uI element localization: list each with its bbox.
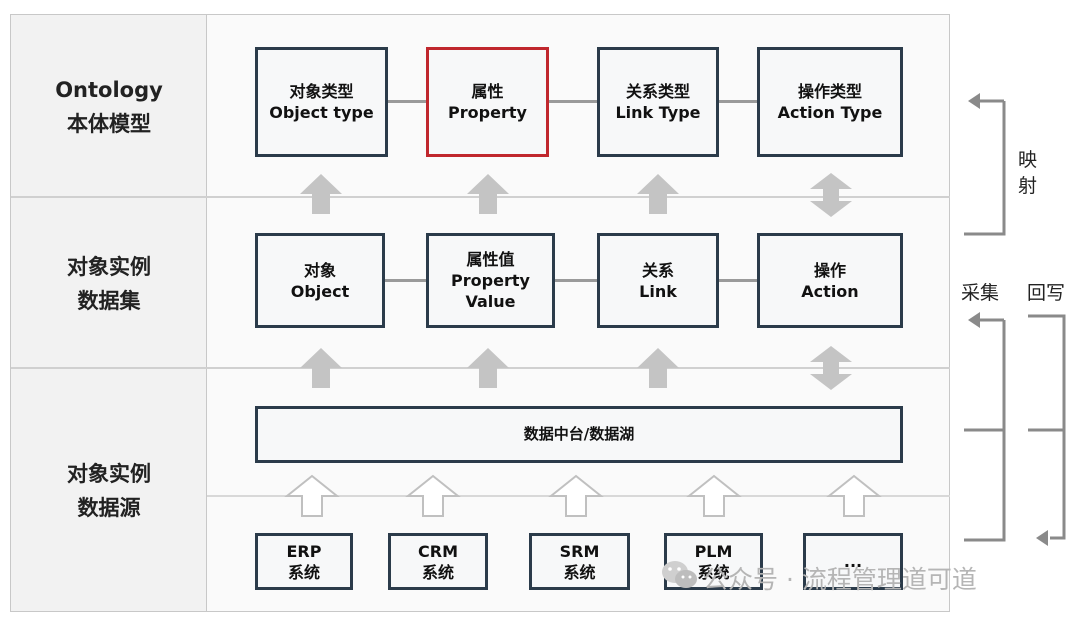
mapping-char-2: 射 [1018, 175, 1038, 197]
connector-line [719, 100, 757, 103]
hollow-up-arrow-icon [686, 474, 742, 517]
mapping-label: 映 射 [1018, 147, 1042, 199]
ontology-box-action-type: 操作类型 Action Type [757, 47, 903, 157]
ontology-box-object-type: 对象类型 Object type [255, 47, 388, 157]
wechat-logo-icon [662, 561, 697, 588]
source-suffix: 系统 [697, 562, 730, 582]
row-label-line1: 对象实例 [67, 255, 151, 279]
ontology-box-link-type: 关系类型 Link Type [597, 47, 719, 157]
up-arrow-icon [467, 174, 509, 214]
hollow-up-arrow-icon [548, 474, 604, 517]
instance-box-object: 对象 Object [255, 233, 385, 328]
row-label-column [11, 15, 207, 611]
box-zh-label: 对象 [303, 260, 336, 280]
up-arrow-icon [300, 174, 342, 214]
box-en-label-2: Value [465, 292, 516, 311]
connector-line [719, 279, 757, 282]
box-zh-label: 属性 [471, 82, 504, 101]
source-box-srm: SRM 系统 [529, 533, 630, 590]
up-arrow-icon [637, 348, 679, 388]
hollow-up-arrow-icon [405, 474, 461, 517]
collect-bracket-arrow [964, 312, 1006, 542]
box-en-label: Action [801, 281, 859, 301]
data-platform-bar: 数据中台/数据湖 [255, 406, 903, 463]
row-label-ontology: Ontology 本体模型 [11, 73, 207, 141]
up-arrow-icon [300, 348, 342, 388]
box-en-label: Object [290, 281, 350, 301]
row-label-line2: 本体模型 [67, 112, 151, 136]
writeback-label: 回写 [1027, 282, 1066, 304]
instance-box-property-value: 属性值 Property Value [426, 233, 555, 328]
box-zh-label: 操作类型 [797, 82, 862, 101]
connector-line [385, 279, 426, 282]
hollow-up-arrow-icon [284, 474, 340, 517]
box-en-label: Property [451, 271, 530, 290]
source-box-more: ... [803, 533, 903, 590]
row-label-instance-dataset: 对象实例 数据集 [11, 250, 207, 318]
box-zh-label: 关系 [641, 260, 674, 280]
box-zh-label: 属性值 [466, 250, 515, 269]
row-label-line1: Ontology [55, 78, 163, 102]
source-name: ... [843, 552, 863, 571]
double-arrow-icon [810, 173, 852, 217]
double-arrow-icon [810, 346, 852, 390]
box-en-label: Link [639, 281, 677, 301]
source-name: PLM [694, 541, 733, 561]
box-en-label: Property [448, 103, 527, 122]
instance-box-action: 操作 Action [757, 233, 903, 328]
box-zh-label: 操作 [813, 260, 846, 280]
box-en-label: Action Type [777, 103, 883, 122]
row-label-line1: 对象实例 [67, 462, 151, 486]
source-box-plm: PLM 系统 [664, 533, 763, 590]
box-en-label: Link Type [615, 103, 701, 122]
row-label-line2: 数据源 [77, 496, 141, 520]
mapping-char-1: 映 [1018, 149, 1038, 171]
mapping-bracket-arrow [964, 93, 1006, 236]
collect-label: 采集 [961, 282, 1000, 304]
source-box-erp: ERP 系统 [255, 533, 353, 590]
box-en-label: Object type [269, 103, 374, 122]
ontology-box-property: 属性 Property [426, 47, 549, 157]
row-label-line2: 数据集 [77, 289, 141, 313]
row-label-instance-source: 对象实例 数据源 [11, 457, 207, 525]
up-arrow-icon [467, 348, 509, 388]
source-name: SRM [559, 541, 600, 561]
hollow-up-arrow-icon [826, 474, 882, 517]
source-box-crm: CRM 系统 [388, 533, 488, 590]
source-name: ERP [286, 541, 322, 561]
connector-line [549, 100, 597, 103]
box-zh-label: 对象类型 [289, 82, 354, 101]
connector-line [555, 279, 597, 282]
source-name: CRM [418, 541, 458, 561]
connector-line [388, 100, 426, 103]
watermark-text: 公众号 · 流程管理道可道 [703, 565, 977, 594]
instance-box-link: 关系 Link [597, 233, 719, 328]
up-arrow-icon [637, 174, 679, 214]
source-suffix: 系统 [421, 562, 454, 582]
box-zh-label: 关系类型 [625, 82, 690, 101]
writeback-bracket-arrow [1028, 314, 1066, 546]
source-suffix: 系统 [287, 562, 320, 582]
data-platform-label: 数据中台/数据湖 [523, 425, 635, 443]
source-suffix: 系统 [563, 562, 596, 582]
